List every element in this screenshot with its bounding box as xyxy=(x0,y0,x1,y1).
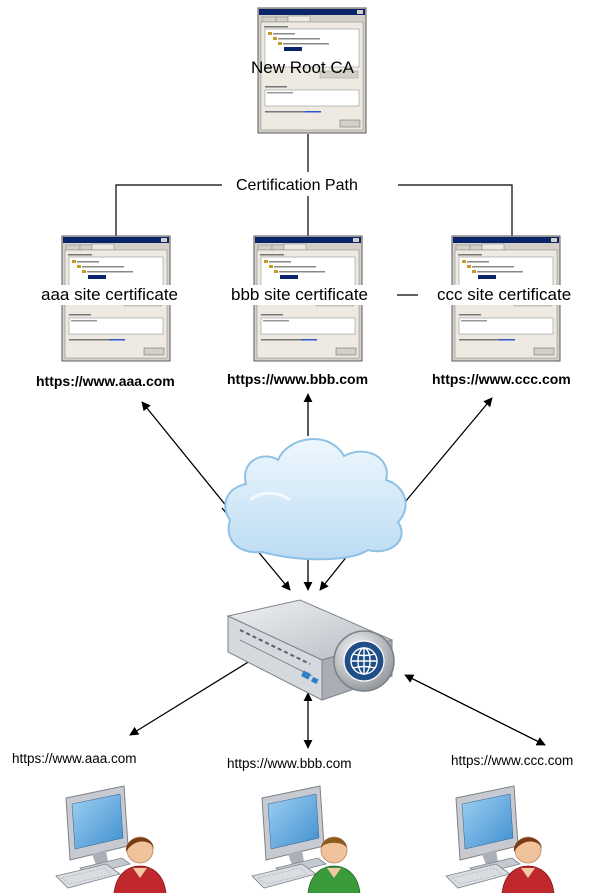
certification-path-label: Certification Path xyxy=(230,176,364,196)
cloud-icon xyxy=(224,438,407,561)
certificate-label-bbb: bbb site certificate xyxy=(230,285,370,305)
user-icon-2 xyxy=(307,836,361,893)
site-url-aaa: https://www.aaa.com xyxy=(36,373,175,389)
user-icon-3 xyxy=(501,836,555,893)
site-url-bbb: https://www.bbb.com xyxy=(227,371,369,387)
certificate-label-ccc: ccc site certificate xyxy=(436,285,573,305)
root-ca-label: New Root CA xyxy=(251,58,354,77)
client-computer-3 xyxy=(445,785,521,889)
globe-icon xyxy=(333,630,395,692)
client-url-3: https://www.ccc.com xyxy=(451,753,574,768)
connector-lines xyxy=(115,134,513,296)
user-icon-1 xyxy=(113,836,167,893)
site-url-ccc: https://www.ccc.com xyxy=(432,371,571,387)
certificate-label-aaa: aaa site certificate xyxy=(40,285,180,305)
client-url-2: https://www.bbb.com xyxy=(227,756,352,771)
client-computer-1 xyxy=(55,785,131,889)
client-computer-2 xyxy=(251,785,327,889)
client-url-1: https://www.aaa.com xyxy=(12,751,137,766)
